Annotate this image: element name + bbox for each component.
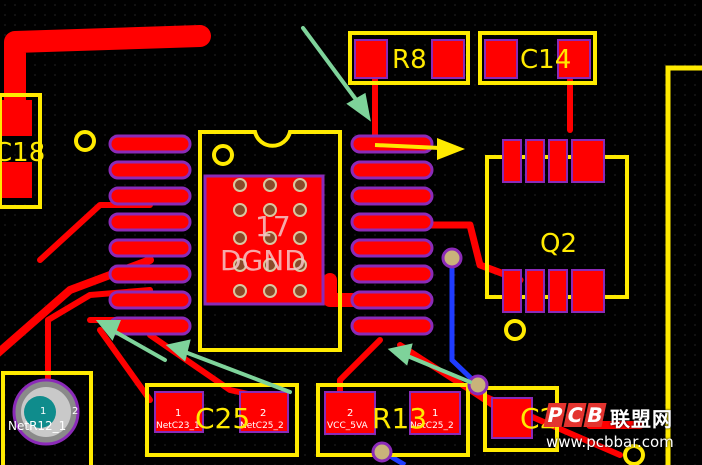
edge-component-outline xyxy=(665,65,702,465)
component-c14[interactable]: C14 xyxy=(478,31,597,85)
r12-pad-number: 1 xyxy=(40,406,46,417)
component-c25[interactable]: 1 NetC23_1 2 NetC25_2 C25 xyxy=(145,383,299,457)
q2-pin1-marker xyxy=(504,319,526,341)
vias[interactable] xyxy=(74,130,645,465)
r13-pad2-number: 1 xyxy=(432,408,438,419)
pin1-marker xyxy=(212,144,234,166)
exposed-pad-net-label: DGND xyxy=(220,244,306,277)
r13-pad1-net: VCC_5VA xyxy=(327,421,369,431)
r13-designator: R13 xyxy=(372,402,427,435)
r13-pad1-number: 2 xyxy=(347,408,353,419)
ic-right-pin-row[interactable] xyxy=(350,134,434,336)
blue-trace xyxy=(449,258,480,387)
component-r8[interactable]: R8 xyxy=(348,31,470,85)
component-q2[interactable]: Q2 xyxy=(485,139,629,313)
annotation-arrows xyxy=(95,26,472,394)
watermark-logo: PCB xyxy=(543,403,607,433)
r12-pad-number-2: 2 xyxy=(72,406,78,417)
component-c18[interactable]: C18 xyxy=(0,93,45,209)
component-r13[interactable]: 2 VCC_5VA 1 NetC25_2 R13 xyxy=(316,383,470,457)
watermark-url: www.pcbbar.com xyxy=(546,433,674,451)
ic-left-pin-row[interactable] xyxy=(108,134,192,336)
c25-designator: C25 xyxy=(195,402,250,435)
c14-designator: C14 xyxy=(520,45,571,75)
ic-outline xyxy=(198,130,342,352)
highlight-arrow xyxy=(374,138,465,160)
r8-designator: R8 xyxy=(392,45,427,75)
r12-pad-net: NetR12_1 xyxy=(8,419,66,433)
thermal-vias xyxy=(233,178,307,298)
logo-letter-b: B xyxy=(583,403,607,427)
c25-pad1-number: 1 xyxy=(175,408,181,419)
pcbbar-watermark: PCB 联盟网 www.pcbbar.com xyxy=(543,403,696,455)
c18-designator: C18 xyxy=(0,138,45,168)
c25-pad1-net: NetC23_1 xyxy=(156,421,200,431)
c25-pad2-net: NetC25_2 xyxy=(240,421,284,431)
exposed-pad-pin-label: 17 xyxy=(255,210,291,243)
r13-pad2-net: NetC25_2 xyxy=(410,421,454,431)
q2-designator: Q2 xyxy=(540,229,577,259)
component-r12-testpoint[interactable]: 1 2 NetR12_1 xyxy=(1,371,93,465)
watermark-chinese-name: 联盟网 xyxy=(610,407,673,431)
c25-pad2-number: 2 xyxy=(260,408,266,419)
